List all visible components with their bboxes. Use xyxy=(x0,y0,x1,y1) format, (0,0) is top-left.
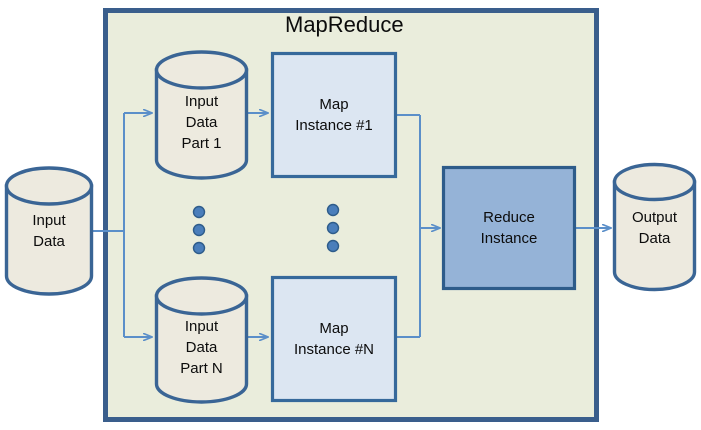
ellipsis-dot xyxy=(192,241,206,255)
diagram-title: MapReduce xyxy=(285,12,404,37)
ellipsis-map-instances xyxy=(326,203,340,253)
ellipsis-dot xyxy=(326,203,340,217)
ellipsis-data-parts xyxy=(192,205,206,255)
ellipsis-dot xyxy=(326,239,340,253)
node-map-instance-n[interactable] xyxy=(270,275,398,403)
node-map-instance-1[interactable] xyxy=(270,51,398,179)
ellipsis-dot xyxy=(192,223,206,237)
node-reduce-instance[interactable] xyxy=(441,165,577,291)
node-output-data[interactable] xyxy=(612,162,697,292)
node-input-data-part-1[interactable] xyxy=(154,50,249,180)
node-input-data-part-n[interactable] xyxy=(154,276,249,404)
ellipsis-dot xyxy=(192,205,206,219)
ellipsis-dot xyxy=(326,221,340,235)
node-input-data[interactable] xyxy=(4,166,94,296)
connector-layer xyxy=(92,113,611,337)
